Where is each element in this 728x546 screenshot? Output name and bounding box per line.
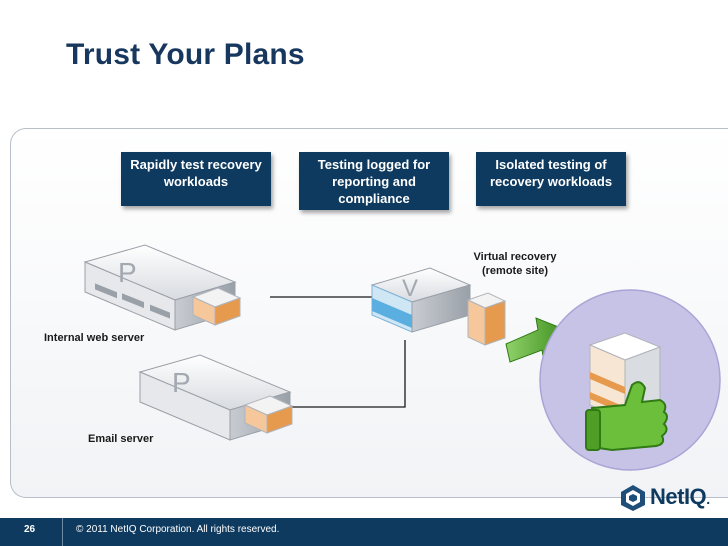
footer-bar: [0, 518, 728, 546]
thumbs-up-icon: [585, 381, 668, 452]
callout-rapid-test: Rapidly test recovery workloads: [121, 152, 271, 206]
internal-web-server-label: Internal web server: [44, 332, 145, 344]
callout-testing-logged: Testing logged for reporting and complia…: [299, 152, 449, 210]
email-server-badge: P: [172, 367, 191, 398]
virtual-server-icon: [370, 267, 507, 346]
copyright-text: © 2011 NetIQ Corporation. All rights res…: [76, 524, 280, 535]
netiq-logo-text: NetIQ.: [650, 484, 710, 510]
callout-isolated-testing: Isolated testing of recovery workloads: [476, 152, 626, 206]
netiq-logo-icon: [621, 485, 645, 511]
virtual-recovery-label: Virtual recovery (remote site): [462, 250, 568, 278]
virtual-recovery-label-line1: Virtual recovery: [473, 251, 557, 263]
page-number: 26: [24, 524, 36, 535]
email-server-label: Email server: [88, 433, 154, 445]
slide-title: Trust Your Plans: [66, 38, 305, 71]
internal-web-server-icon: [83, 244, 242, 331]
connection-lines: [270, 296, 406, 408]
logo-suffix: .: [706, 491, 710, 507]
footer-separator: [62, 518, 63, 546]
email-server-icon: [138, 354, 294, 441]
virtual-server-badge: V: [402, 275, 418, 302]
logo-name: NetIQ: [650, 484, 707, 509]
web-server-badge: P: [118, 257, 137, 288]
virtual-recovery-label-line2: (remote site): [481, 265, 549, 277]
